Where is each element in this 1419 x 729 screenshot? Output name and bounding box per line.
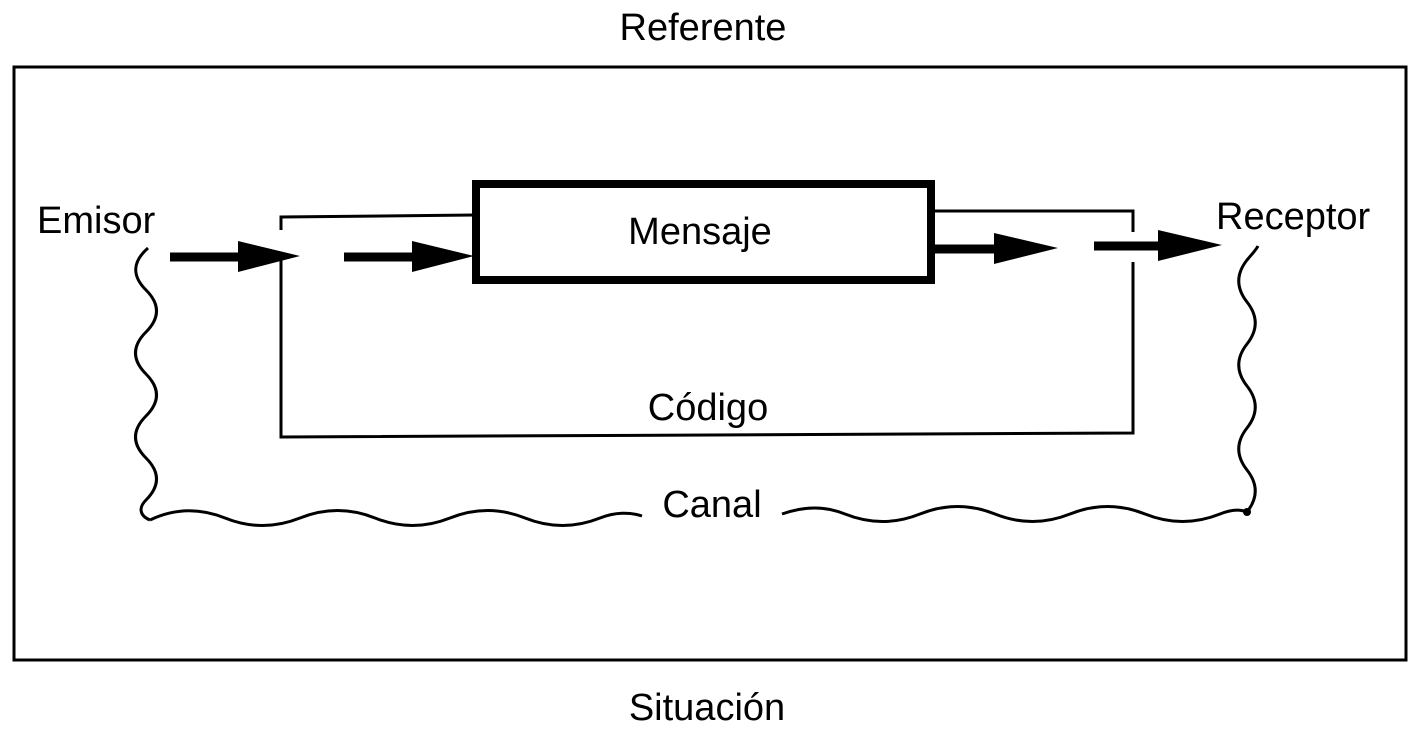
canal-wave-bottom-left — [149, 509, 643, 527]
canal-wave-right-vertical — [1237, 245, 1260, 513]
emisor-label: Emisor — [37, 200, 156, 242]
arrow-mensaje-out — [934, 233, 1058, 264]
arrow-codigo-to-mensaje — [344, 241, 474, 272]
codigo-label: Código — [648, 387, 768, 429]
situacion-label: Situación — [629, 687, 785, 729]
canal-end-dot — [1243, 508, 1251, 516]
situation-frame — [12, 65, 1408, 662]
codigo-frame — [279, 209, 1135, 439]
arrow-emisor-to-codigo — [170, 241, 300, 272]
canal-label: Canal — [662, 484, 761, 526]
mensaje-label: Mensaje — [628, 211, 772, 253]
canal-wave-left-vertical — [134, 246, 158, 522]
mensaje-box — [472, 180, 935, 284]
receptor-label: Receptor — [1216, 196, 1371, 238]
arrow-codigo-to-receptor — [1094, 230, 1222, 261]
referente-label: Referente — [620, 7, 787, 49]
canal-wave-bottom-right — [781, 505, 1248, 523]
